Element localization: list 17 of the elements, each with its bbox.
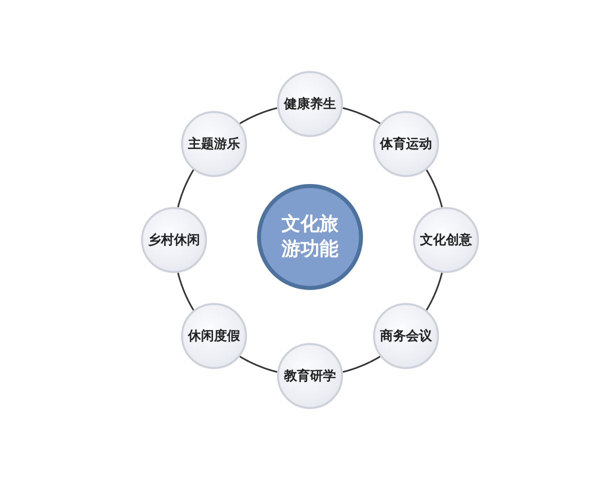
- connector-line: [342, 356, 381, 373]
- connector-line: [426, 272, 443, 311]
- connector-line: [239, 356, 278, 373]
- node-label: 主题游乐: [188, 136, 240, 153]
- node-label: 健康养生: [284, 96, 336, 113]
- connector-line: [426, 169, 443, 208]
- node-label: 教育研学: [284, 368, 336, 385]
- connector-line: [342, 107, 381, 124]
- center-label: 文化旅游功能: [280, 212, 340, 262]
- node-label: 文化创意: [420, 232, 472, 249]
- connector-line: [177, 169, 194, 208]
- node-label: 体育运动: [380, 136, 432, 153]
- node-label: 商务会议: [380, 328, 432, 346]
- connector-line: [239, 107, 278, 124]
- connector-line: [177, 272, 194, 311]
- node-label: 乡村休闲: [148, 232, 200, 249]
- node-label: 休闲度假: [188, 328, 240, 346]
